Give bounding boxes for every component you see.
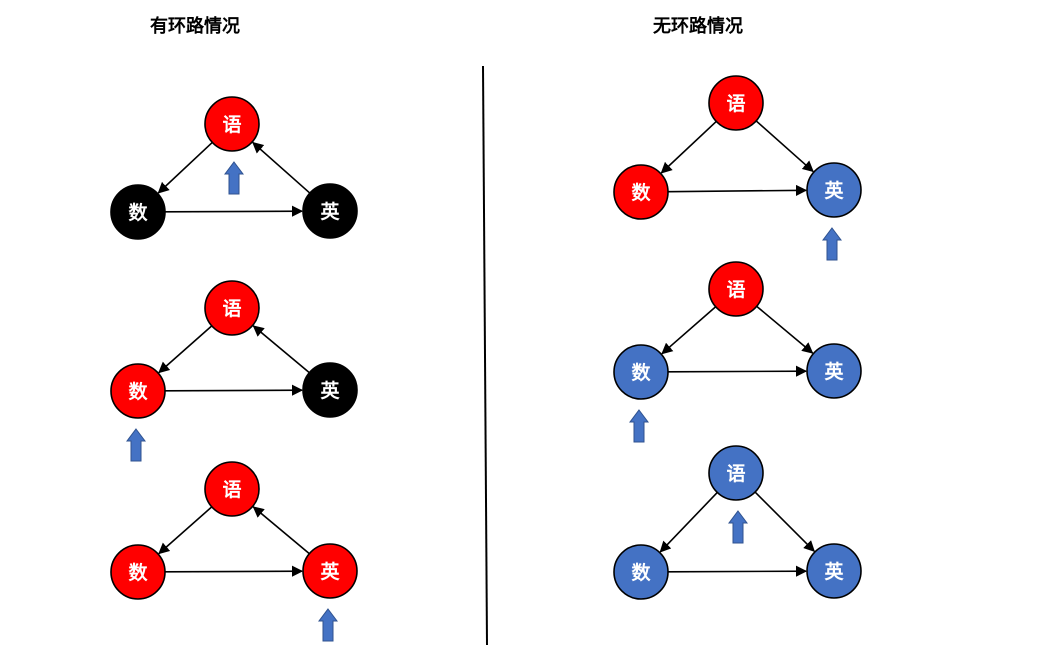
node-label-math: 数 — [631, 361, 651, 384]
node-english — [302, 362, 358, 418]
up-pointer-arrow-icon — [318, 608, 338, 642]
node-chinese — [204, 96, 260, 152]
node-label-math: 数 — [128, 201, 148, 224]
up-pointer-arrow-icon — [629, 409, 649, 443]
edge-english-to-chinese — [252, 325, 310, 374]
node-math — [613, 344, 669, 400]
node-english — [806, 343, 862, 399]
right-diagram-3: 语数 英 — [613, 445, 862, 600]
diagram-group: 语数英语数英语数英语数英语数英语数英 — [110, 75, 862, 642]
node-label-math: 数 — [128, 561, 148, 584]
edge-chinese-to-math — [659, 491, 718, 553]
up-pointer-arrow-icon — [822, 227, 842, 261]
node-english — [806, 543, 862, 599]
node-chinese — [708, 75, 764, 131]
edge-math-to-english — [164, 384, 304, 396]
edge-english-to-chinese — [252, 506, 310, 555]
node-label-english: 英 — [824, 179, 844, 202]
node-label-chinese: 语 — [726, 279, 745, 301]
edge-chinese-to-english — [756, 305, 814, 354]
node-english — [806, 162, 862, 218]
edge-chinese-to-math — [158, 325, 213, 374]
edge-english-to-chinese — [252, 141, 311, 194]
node-math — [110, 544, 166, 600]
node-english — [302, 543, 358, 599]
node-label-english: 英 — [824, 360, 844, 383]
edge-math-to-english — [667, 365, 808, 377]
panel-divider — [482, 65, 488, 646]
node-label-chinese: 语 — [726, 463, 745, 485]
edge-chinese-to-math — [660, 120, 717, 174]
left-diagram-3: 语数 英 — [110, 461, 358, 642]
edge-math-to-english — [667, 184, 808, 196]
node-english — [302, 183, 358, 239]
edge-math-to-english — [164, 205, 304, 217]
node-math — [110, 363, 166, 419]
node-chinese — [204, 461, 260, 517]
node-label-chinese: 语 — [222, 114, 241, 136]
edge-chinese-to-english — [754, 491, 815, 552]
right-diagram-1: 语数 英 — [613, 75, 862, 261]
up-pointer-arrow-icon — [728, 510, 748, 544]
node-math — [613, 544, 669, 600]
node-chinese — [204, 280, 260, 336]
node-label-english: 英 — [320, 560, 340, 583]
node-label-chinese: 语 — [222, 479, 241, 501]
node-label-math: 数 — [128, 380, 148, 403]
node-label-english: 英 — [320, 379, 340, 402]
edge-chinese-to-math — [661, 306, 717, 355]
edge-chinese-to-math — [158, 506, 213, 555]
edge-math-to-english — [164, 565, 304, 577]
node-label-english: 英 — [824, 560, 844, 583]
edge-chinese-to-english — [755, 120, 814, 173]
left-diagram-2: 语数 英 — [110, 280, 358, 462]
node-label-english: 英 — [320, 200, 340, 223]
left-panel-title: 有环路情况 — [150, 15, 240, 37]
node-label-chinese: 语 — [222, 298, 241, 320]
edge-math-to-english — [667, 565, 808, 577]
up-pointer-arrow-icon — [224, 161, 244, 195]
right-diagram-2: 语数 英 — [613, 261, 862, 443]
node-math — [613, 164, 669, 220]
node-label-chinese: 语 — [726, 93, 745, 115]
left-diagram-1: 语数 英 — [110, 96, 358, 240]
right-panel-title: 无环路情况 — [653, 15, 743, 37]
node-label-math: 数 — [631, 181, 651, 204]
node-chinese — [708, 445, 764, 501]
node-math — [110, 184, 166, 240]
node-chinese — [708, 261, 764, 317]
node-label-math: 数 — [631, 561, 651, 584]
up-pointer-arrow-icon — [126, 428, 146, 462]
edge-chinese-to-math — [157, 141, 213, 194]
